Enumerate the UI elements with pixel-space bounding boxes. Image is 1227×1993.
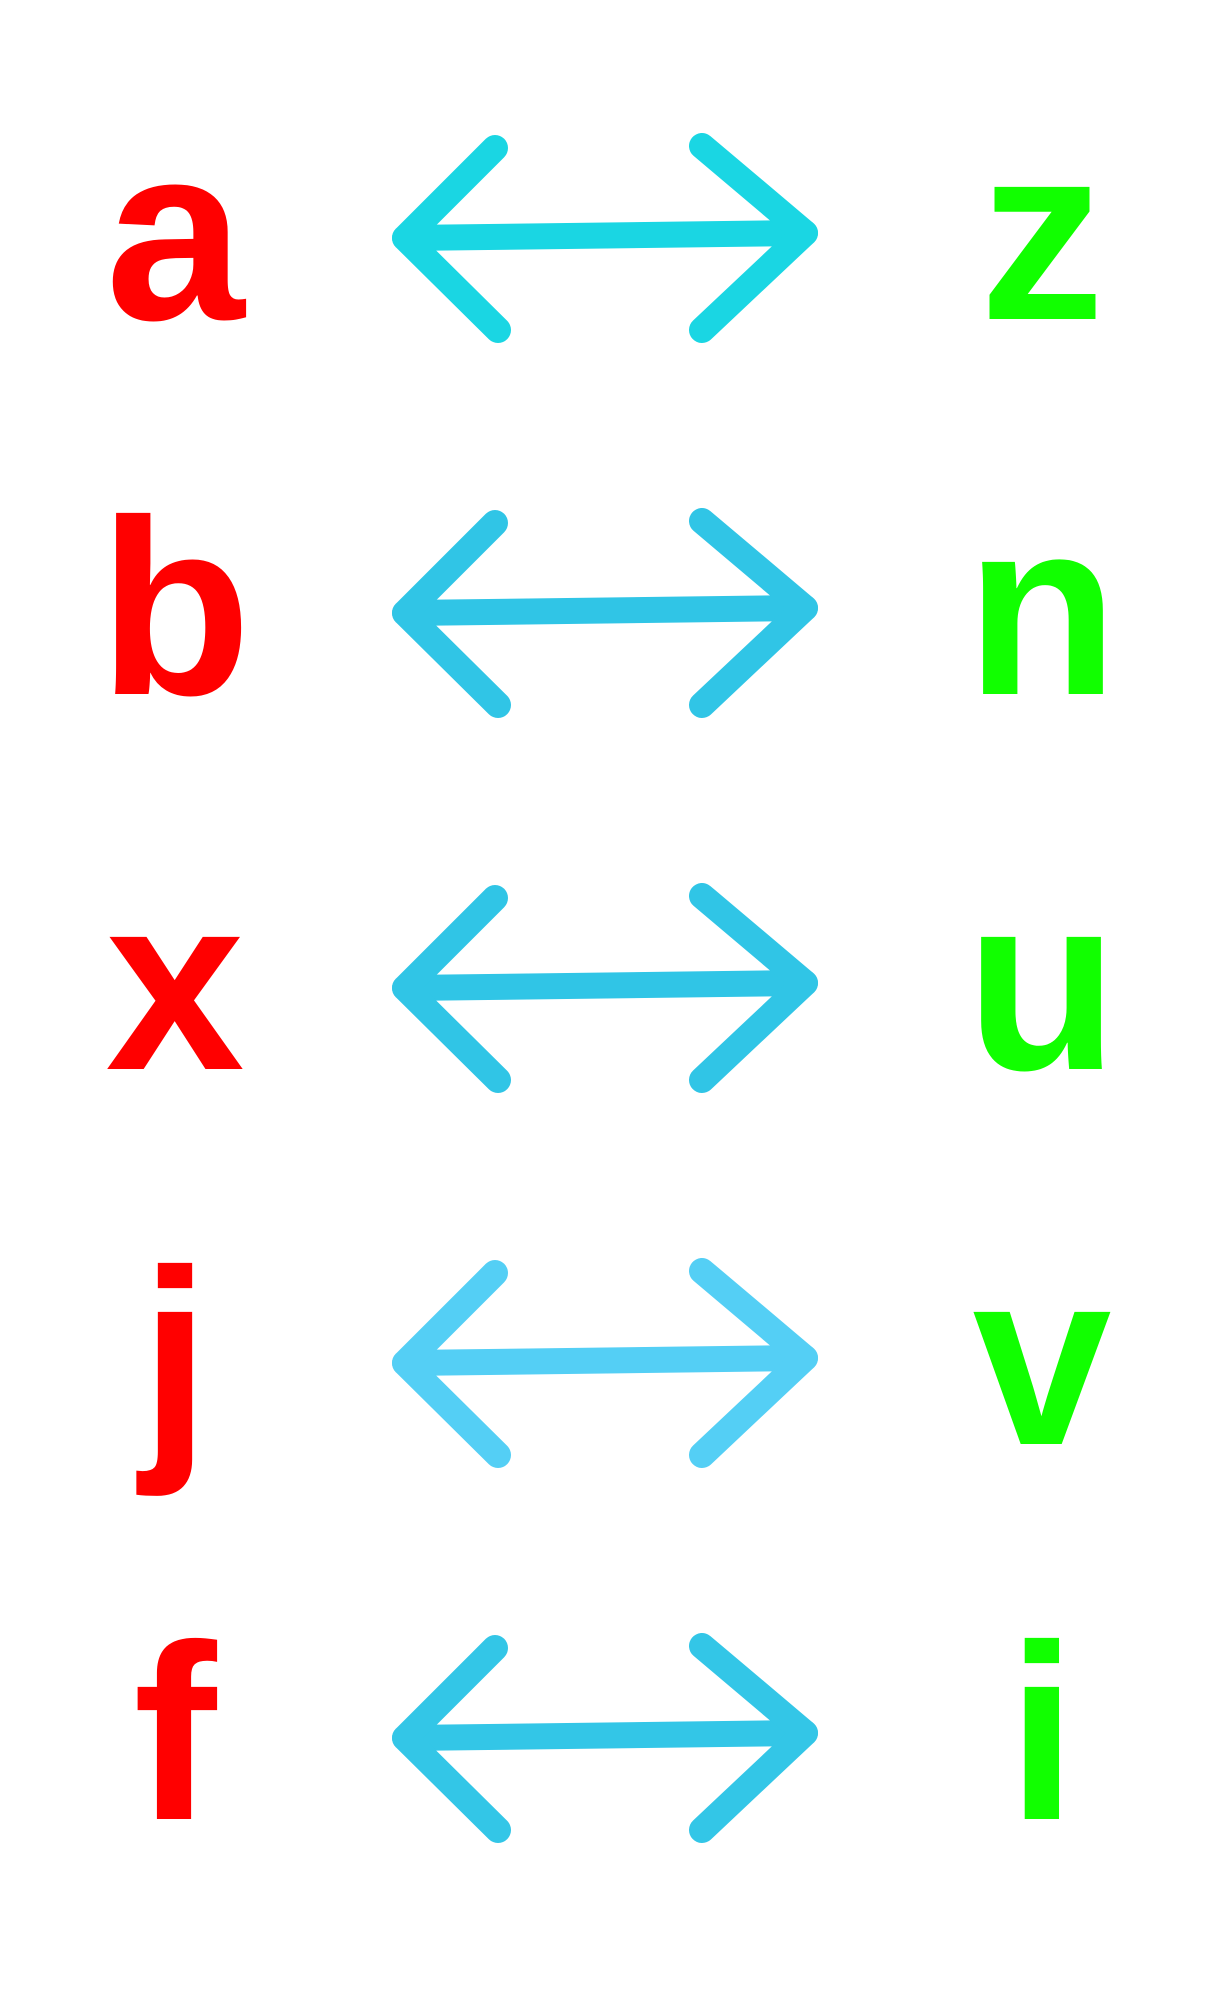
- pair-row-3: x u: [0, 833, 1227, 1133]
- source-letter: b: [98, 468, 252, 747]
- target-letter: i: [1007, 1593, 1077, 1872]
- source-letter: f: [133, 1593, 217, 1872]
- target-letter: z: [979, 93, 1105, 372]
- source-letter: a: [105, 93, 245, 372]
- double-headed-arrow-icon: [392, 508, 818, 718]
- pair-row-4: j v: [0, 1208, 1227, 1508]
- double-headed-arrow-icon: [392, 133, 818, 343]
- target-letter: n: [965, 468, 1119, 747]
- double-headed-arrow-icon: [392, 883, 818, 1093]
- pair-row-5: f i: [0, 1583, 1227, 1883]
- source-letter: x: [105, 843, 245, 1122]
- pair-row-1: a z: [0, 83, 1227, 383]
- target-letter: v: [972, 1218, 1112, 1497]
- target-letter: u: [965, 843, 1119, 1122]
- double-headed-arrow-icon: [392, 1258, 818, 1468]
- pair-row-2: b n: [0, 458, 1227, 758]
- source-letter: j: [140, 1218, 210, 1497]
- double-headed-arrow-icon: [392, 1633, 818, 1843]
